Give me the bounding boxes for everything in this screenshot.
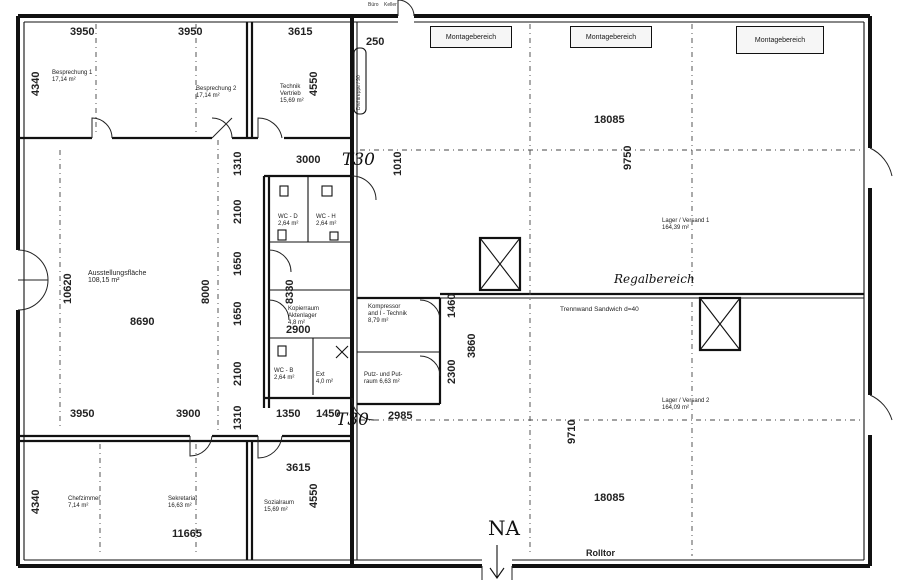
t30-top: T30 [342, 150, 375, 170]
room-lager-2: Lager / Versand 2 164,09 m² [662, 398, 710, 411]
rolltor-label: Rolltor [586, 548, 615, 558]
outer-walls [16, 14, 872, 568]
partition-walls [18, 16, 864, 566]
room-besprechung-1: Besprechung 1 17,14 m² [52, 70, 93, 83]
dim-9750: 9750 [622, 145, 634, 170]
dim-3950-c: 3950 [70, 408, 95, 420]
dim-3900: 3900 [176, 408, 201, 420]
dim-4340-b: 4340 [30, 489, 42, 514]
na-arrow [489, 545, 505, 579]
dim-1010: 1010 [392, 151, 404, 176]
room-sozialraum: Sozialraum 15,69 m² [264, 500, 295, 513]
room-ausstellung: Ausstellungsfläche 108,15 m² [88, 270, 147, 284]
room-lager-1: Lager / Versand 1 164,39 m² [662, 218, 710, 231]
dim-8330: 8330 [284, 279, 296, 304]
dim-top-250: 250 [366, 36, 385, 48]
door-label-keller: Keller [384, 2, 397, 8]
dim-1450: 1450 [316, 408, 341, 420]
dim-2300: 2300 [446, 359, 458, 384]
dim-2100-b: 2100 [232, 361, 244, 386]
dim-2985: 2985 [388, 410, 413, 422]
dim-1460: 1460 [446, 293, 458, 318]
dim-top-3615: 3615 [288, 26, 313, 38]
room-ext: Ext 4,0 m² [316, 372, 334, 385]
dim-18085-a: 18085 [594, 114, 625, 126]
montage-box-3: Montagebereich [736, 26, 824, 54]
room-kompressor: Kompressor and I - Technik 8,79 m² [368, 304, 407, 324]
dim-2100-a: 2100 [232, 199, 244, 224]
dim-3860: 3860 [466, 333, 478, 358]
room-chefzimmer: Chefzimmer 7,14 m² [68, 496, 101, 509]
dim-1650-b: 1650 [232, 301, 244, 326]
door-label-bueros: Büro [368, 2, 379, 8]
dim-18085-b: 18085 [594, 492, 625, 504]
dim-4550-b: 4550 [308, 483, 320, 508]
dim-4550-top: 4550 [308, 71, 320, 96]
room-kopierer: Kopierraum Aktenlager 4,8 m² [288, 306, 320, 326]
sanitary-fixtures [277, 185, 349, 359]
t30-bottom: T30 [336, 410, 369, 430]
montage-box-2: Montagebereich [570, 26, 652, 48]
stair-label: Drehtreppe / 90 [356, 75, 362, 110]
room-wc-b: WC - B 2,64 m² [274, 368, 295, 381]
dim-top-3950-b: 3950 [178, 26, 203, 38]
room-technik: Technik Vertrieb 15,69 m² [280, 84, 304, 104]
dim-1310-a: 1310 [232, 151, 244, 176]
montage-box-1: Montagebereich [430, 26, 512, 48]
dim-8690: 8690 [130, 316, 155, 328]
na-label: NA [488, 516, 520, 540]
room-wc-h: WC - H 2,64 m² [316, 214, 337, 227]
room-wc-d: WC - D 2,64 m² [278, 214, 299, 227]
dim-11665: 11665 [172, 528, 202, 540]
axis-lines [59, 24, 860, 556]
room-putzraum: Putz- und Put- raum 6,63 m² [364, 372, 403, 385]
dim-1310-b: 1310 [232, 405, 244, 430]
dim-1650-a: 1650 [232, 251, 244, 276]
stair-symbol [353, 47, 367, 115]
dim-3000: 3000 [296, 154, 321, 166]
dim-2900: 2900 [286, 324, 311, 336]
regalbereich-label: Regalbereich [614, 272, 695, 286]
doors [17, 0, 893, 580]
dim-top-3950-a: 3950 [70, 26, 95, 38]
trennwand-label: Trennwand Sandwich d=40 [560, 306, 639, 313]
room-sekretariat: Sekretariat 16,63 m² [168, 496, 198, 509]
dim-3615-b: 3615 [286, 462, 311, 474]
rack-crosses [478, 236, 742, 352]
dim-1350: 1350 [276, 408, 301, 420]
dim-8000: 8000 [200, 279, 212, 304]
dim-9710: 9710 [566, 419, 578, 444]
room-besprechung-2: Besprechung 2 17,14 m² [196, 86, 237, 99]
dim-4340-top: 4340 [30, 71, 42, 96]
dim-10620: 10620 [62, 273, 74, 304]
